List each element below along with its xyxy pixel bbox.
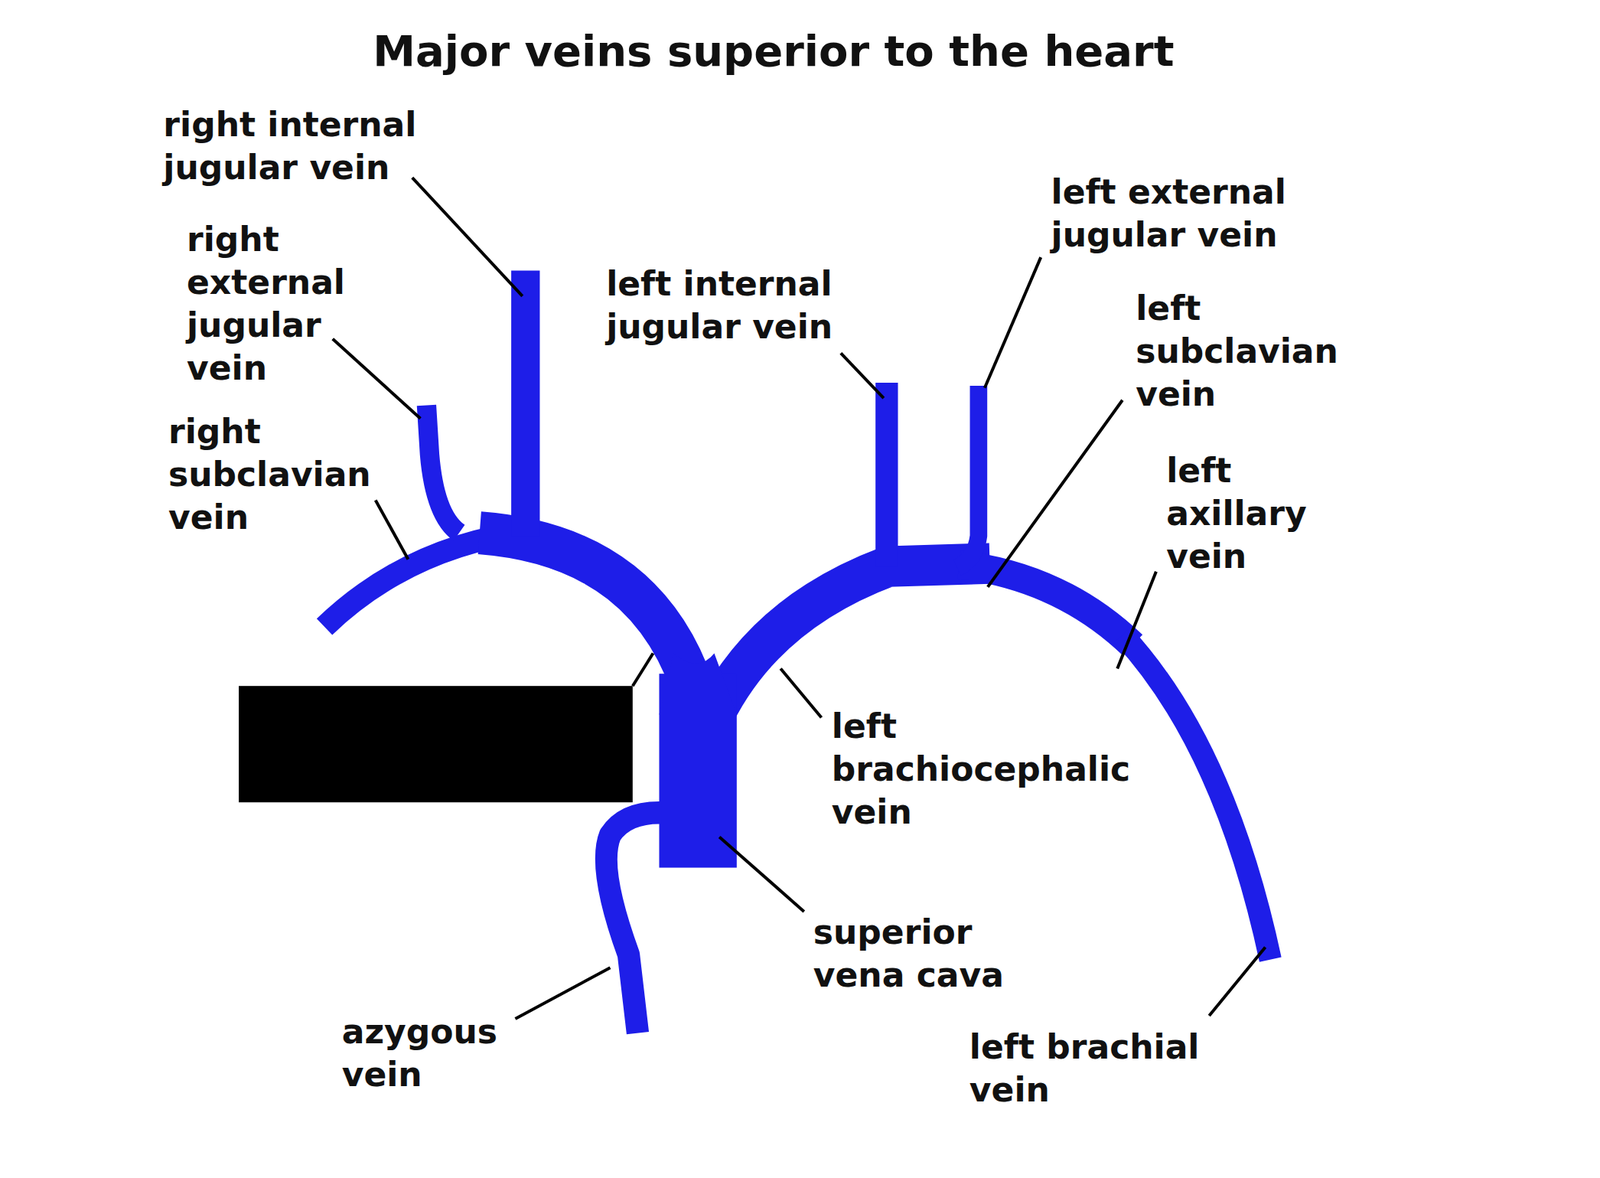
left-subclavian-vein: [959, 563, 1134, 645]
vein-label: left external jugular vein: [1051, 170, 1292, 257]
vein-label: left axillary vein: [1166, 449, 1312, 578]
leader-line: [984, 257, 1041, 388]
left-axillary-brachial-vein: [1122, 635, 1271, 960]
leader-line: [412, 177, 523, 297]
vein-label: right subclavian vein: [168, 410, 376, 539]
vein-label: left internal jugular vein: [606, 262, 838, 349]
leader-line: [719, 837, 805, 912]
leader-line: [375, 499, 409, 559]
right-external-jugular-vein: [426, 404, 460, 533]
vein-label: left brachiocephalic vein: [831, 704, 1136, 834]
leader-line: [1208, 947, 1265, 1016]
vein-label: right external jugular vein: [186, 218, 350, 390]
right-internal-jugular-vein: [511, 270, 540, 536]
vein-label: azygous vein: [342, 1010, 503, 1096]
vein-label: superior vena cava: [813, 910, 1010, 997]
hidden-label-box: [238, 685, 633, 802]
leader-line: [632, 653, 654, 687]
diagram-title: Major veins superior to the heart: [372, 26, 1174, 77]
vein-label: left brachial vein: [969, 1025, 1205, 1112]
leader-line: [514, 967, 610, 1019]
vein-label: right internal jugular vein: [162, 103, 422, 190]
leader-line: [1117, 571, 1157, 669]
vena-cava-junction: [658, 653, 737, 715]
left-external-jugular-vein: [957, 385, 979, 568]
leader-line: [987, 400, 1123, 587]
left-brachiocephalic-vein: [713, 563, 990, 714]
leader-line: [332, 338, 421, 419]
left-internal-jugular-vein: [875, 382, 898, 567]
leader-line: [780, 668, 822, 718]
vein-label: left subclavian vein: [1135, 286, 1343, 416]
leader-line: [840, 352, 884, 398]
